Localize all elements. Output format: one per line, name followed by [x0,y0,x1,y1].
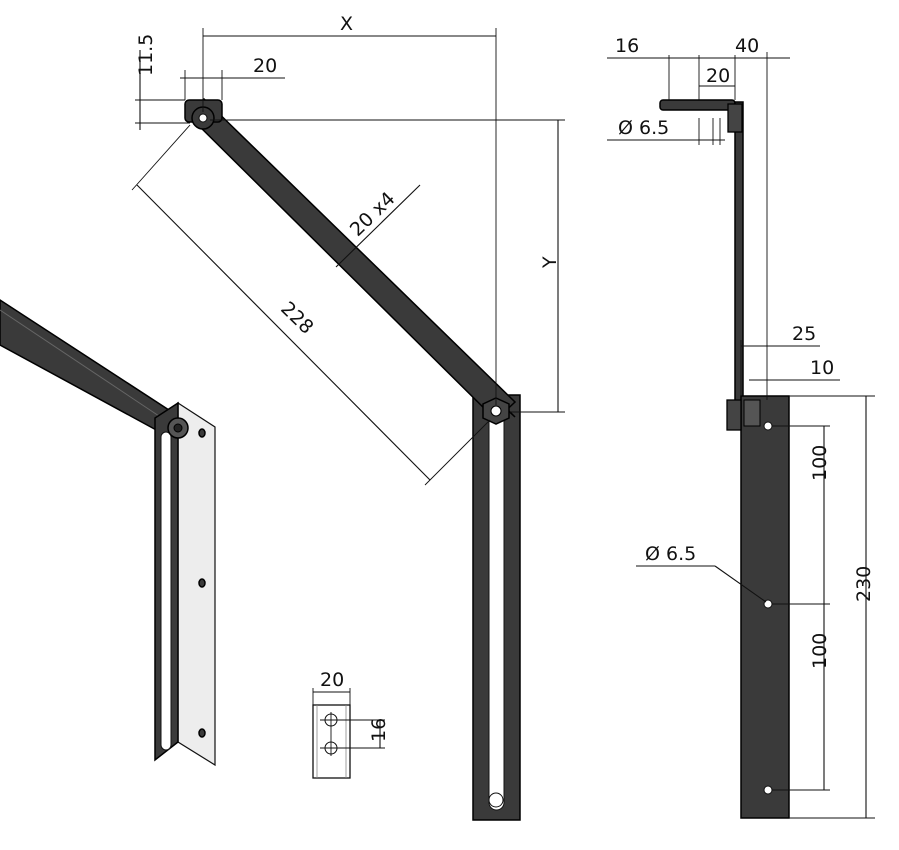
dim-arm-section: 20 x4 [346,188,400,241]
iso-bracket-face [177,401,216,767]
dim-tab-16: 16 [368,718,390,742]
tab-detail-view: 20 16 [312,669,390,779]
front-slot [488,409,505,811]
dim-side-hole-top: Ø 6.5 [618,117,669,139]
dim-y-label: Y [539,256,561,269]
dim-228: 228 [276,298,317,339]
side-view: 16 40 20 Ø 6.5 25 10 230 100 100 Ø 6.5 [607,35,875,819]
iso-hole-mid [198,578,206,588]
dim-side-20: 20 [706,65,730,87]
dim-side-100-bottom: 100 [809,633,831,669]
iso-slot [160,431,172,751]
iso-hole-top [198,428,206,438]
side-web [734,101,744,403]
dim-top-20: 20 [253,55,277,77]
dim-side-230: 230 [853,566,875,602]
iso-arm [0,299,174,434]
front-view: X Y 11.5 20 228 20 x4 [131,13,565,821]
dim-x-label: X [340,13,353,35]
dim-side-40: 40 [735,35,759,57]
iso-hole-bottom [198,728,206,738]
dim-side-16: 16 [615,35,639,57]
dim-side-hole-mid: Ø 6.5 [645,543,696,565]
dim-side-25: 25 [792,323,816,345]
dim-side-10: 10 [810,357,834,379]
dim-side-100-top: 100 [809,445,831,481]
isometric-view [0,299,216,767]
side-top-tab [659,99,736,111]
dim-tab-20: 20 [320,669,344,691]
dim-11-5: 11.5 [135,34,157,76]
